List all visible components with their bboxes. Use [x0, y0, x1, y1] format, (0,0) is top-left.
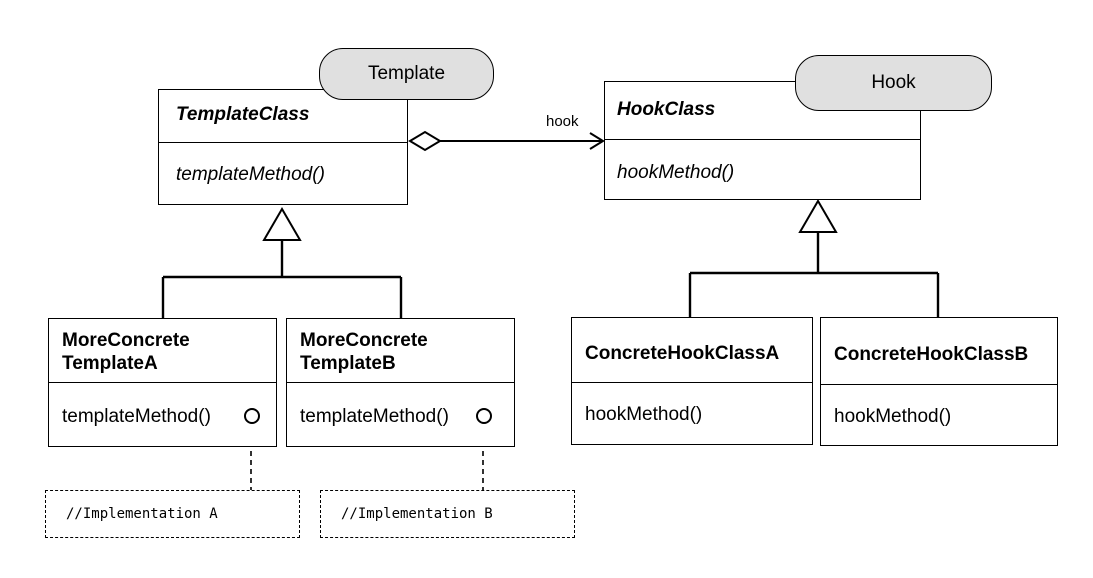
implementation-note-b: //Implementation B [320, 490, 575, 538]
association-arrowhead [589, 132, 605, 150]
concrete-hook-class-a-method: hookMethod() [585, 404, 703, 425]
implementation-port-icon-b [476, 408, 492, 424]
implementation-note-a: //Implementation A [45, 490, 300, 538]
more-concrete-template-a-name-line1: MoreConcrete [62, 330, 190, 351]
concrete-hook-class-a-name: ConcreteHookClassA [572, 318, 812, 383]
concrete-hook-class-b-box: ConcreteHookClassB hookMethod() [820, 317, 1058, 446]
concrete-hook-class-b-method: hookMethod() [834, 406, 952, 427]
inheritance-triangle-template [262, 207, 302, 241]
more-concrete-template-b-title: MoreConcrete TemplateB [287, 319, 514, 383]
implementation-note-a-text: //Implementation A [66, 506, 218, 522]
aggregation-diamond [408, 130, 442, 152]
template-class-name: TemplateClass [159, 90, 407, 143]
generalization-hook [688, 199, 940, 317]
hook-class-name: HookClass [605, 82, 920, 140]
more-concrete-template-a-method: templateMethod() [62, 406, 211, 427]
template-class-method: templateMethod() [176, 164, 325, 185]
template-class-box: TemplateClass templateMethod() [158, 89, 408, 205]
concrete-hook-class-b-name: ConcreteHookClassB [821, 318, 1057, 385]
more-concrete-template-b-name-line1: MoreConcrete [300, 330, 428, 351]
inheritance-triangle-hook [798, 199, 838, 233]
implementation-port-icon-a [244, 408, 260, 424]
generalization-template [161, 207, 403, 318]
association-label: hook [546, 113, 579, 130]
more-concrete-template-a-title: MoreConcrete TemplateA [49, 319, 276, 383]
hook-tag: Hook [795, 55, 992, 111]
implementation-note-b-text: //Implementation B [341, 506, 493, 522]
hook-class-method: hookMethod() [617, 162, 735, 183]
hook-class-box: HookClass hookMethod() [604, 81, 921, 200]
more-concrete-template-a-name-line2: TemplateA [62, 353, 158, 374]
association-hook [408, 130, 605, 152]
more-concrete-template-b-method: templateMethod() [300, 406, 449, 427]
template-tag: Template [319, 48, 494, 100]
more-concrete-template-a-box: MoreConcrete TemplateA templateMethod() [48, 318, 277, 447]
more-concrete-template-b-box: MoreConcrete TemplateB templateMethod() [286, 318, 515, 447]
more-concrete-template-b-name-line2: TemplateB [300, 353, 396, 374]
concrete-hook-class-a-box: ConcreteHookClassA hookMethod() [571, 317, 813, 445]
